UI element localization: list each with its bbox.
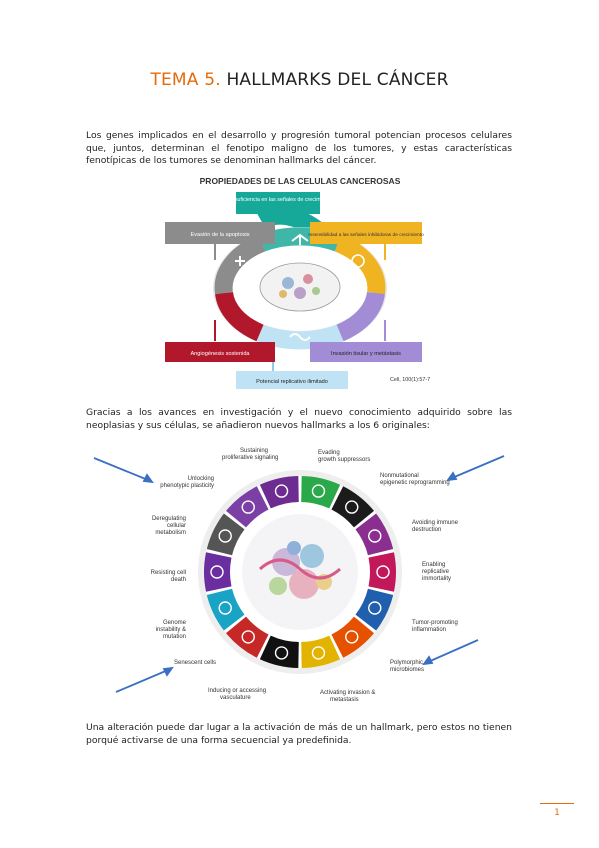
svg-text:Activating invasion &metastasi: Activating invasion &metastasis <box>320 690 375 703</box>
label-sustaining: Sustaining <box>240 448 268 454</box>
intro-paragraph: Los genes implicados en el desarrollo y … <box>86 130 512 167</box>
hallmark-segment <box>206 588 245 631</box>
hallmark-icon <box>368 601 382 615</box>
hallmark-segment <box>259 635 299 668</box>
hallmark-segment <box>355 588 394 631</box>
hallmark-icon <box>218 529 232 543</box>
label-avoiding: Avoiding immune <box>412 520 459 526</box>
hallmark-wheel <box>204 476 396 668</box>
cross-icon <box>235 256 245 266</box>
label-evading: Evading <box>318 450 340 456</box>
arrow-icon <box>291 233 309 245</box>
hallmark-icon <box>345 500 359 514</box>
label-top-left: Evasión de la apoptosis <box>190 232 249 238</box>
arrow-bottom-left <box>115 669 169 693</box>
figure1-title: PROPIEDADES DE LAS CELULAS CANCEROSAS <box>200 176 401 186</box>
closing-paragraph: Una alteración puede dar lugar a la acti… <box>86 722 512 746</box>
label-activating: Activating invasion & <box>320 690 375 696</box>
hallmark-segment <box>259 476 299 509</box>
label-senescent: Senescent cells <box>174 660 216 666</box>
label-polymorphic: Polymorphic <box>390 660 423 666</box>
page-title: TEMA 5. HALLMARKS DEL CÁNCER <box>0 70 599 90</box>
hallmark-segment <box>355 513 394 556</box>
hallmark-icon <box>368 529 382 543</box>
label-tumor: Tumor-promoting <box>412 620 458 626</box>
hallmark-icon <box>241 630 255 644</box>
hallmark-icon <box>376 565 390 579</box>
hallmark-icon <box>274 646 289 660</box>
label-inducing: Inducing or accessing <box>208 688 266 694</box>
title-text: HALLMARKS DEL CÁNCER <box>220 70 449 90</box>
page-number-rule <box>540 803 574 804</box>
hallmark-segment <box>301 635 341 668</box>
hallmark-icon <box>241 500 255 514</box>
blocked-icon <box>351 254 365 268</box>
label-unlocking: Unlocking <box>188 476 214 482</box>
hallmark-segment <box>226 616 269 658</box>
svg-text:Senescent cells: Senescent cells <box>174 660 216 666</box>
figure1-citation: Cell, 100(1):57-7 <box>390 377 430 383</box>
hallmark-segment <box>368 552 396 592</box>
title-number: TEMA 5. <box>150 70 221 90</box>
arrow-bottom-right <box>427 639 479 663</box>
cancer-properties-figure: PROPIEDADES DE LAS CELULAS CANCEROSAS Au… <box>165 176 430 389</box>
hallmark-icon <box>218 601 232 615</box>
hallmark-icon <box>274 484 289 498</box>
label-top-right: Insensibilidad a las señales inhibidoras… <box>308 232 424 238</box>
label-resisting: Resisting cell <box>151 570 186 576</box>
hallmark-segment <box>226 486 269 528</box>
additions-paragraph: Gracias a los avances en investigación y… <box>86 407 512 431</box>
label-deregulating: Deregulating <box>152 516 186 522</box>
label-bottom-right: Invasión tisular y metástasis <box>331 351 401 357</box>
label-bottom-left: Angiogénesis sostenida <box>190 351 250 357</box>
hallmark-icon <box>311 646 326 660</box>
arrow-top-right <box>451 455 505 479</box>
hallmark-icon <box>311 484 326 498</box>
label-top: Autosuficiencia en las señales de crecim… <box>224 197 333 203</box>
page-number: 1 <box>554 808 560 818</box>
hallmark-segment <box>301 476 341 509</box>
label-bottom: Potencial replicativo ilimitado <box>256 379 328 385</box>
hallmark-segment <box>204 552 232 592</box>
hallmark-segment <box>331 486 374 528</box>
label-enabling: Enabling <box>422 562 445 568</box>
hallmark-icon <box>210 565 224 579</box>
hallmark-icon <box>345 630 359 644</box>
hallmark-segment <box>331 616 374 658</box>
label-nonmutational: Nonmutational <box>380 473 419 479</box>
label-genome: Genome <box>163 620 187 626</box>
hallmark-segment <box>206 513 245 556</box>
infinity-icon <box>289 333 311 341</box>
arrow-top-left <box>93 457 149 481</box>
